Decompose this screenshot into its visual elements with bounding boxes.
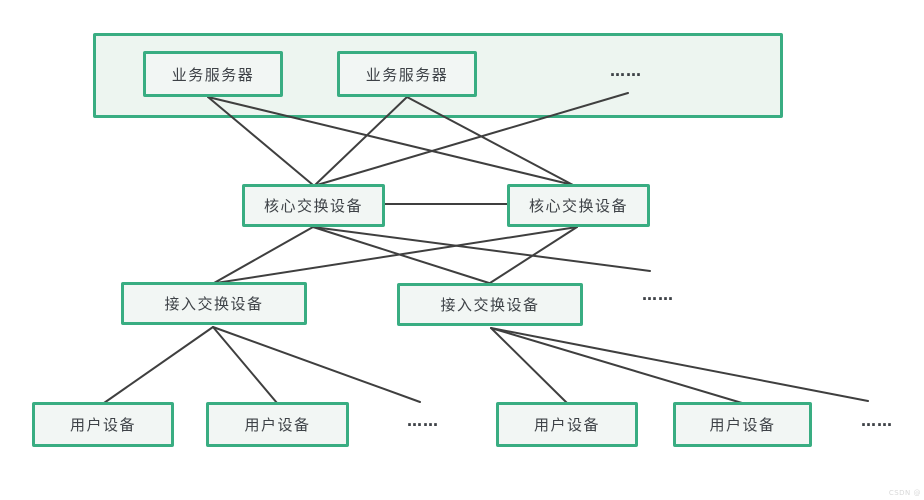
access-ellipsis: …… [642, 286, 674, 304]
access-switch-node-2-label: 接入交换设备 [440, 296, 540, 314]
edge-core-switch-1-to-access-ellipsis [312, 226, 651, 272]
core-switch-node-1-label: 核心交换设备 [263, 197, 363, 215]
core-switch-node-2-label: 核心交换设备 [528, 197, 628, 215]
user-device-node-4-label: 用户设备 [709, 416, 776, 434]
edge-core-switch-2-to-access-switch-1 [215, 226, 578, 284]
user-device-node-1: 用户设备 [32, 402, 174, 447]
watermark: CSDN @ [888, 489, 921, 497]
user-device-node-2: 用户设备 [206, 402, 349, 447]
user-device-node-1-label: 用户设备 [69, 416, 136, 434]
edge-core-switch-1-to-access-switch-2 [312, 226, 490, 284]
server-node-2-label: 业务服务器 [365, 65, 449, 84]
user-ellipsis-left: …… [407, 412, 439, 430]
access-switch-node-1: 接入交换设备 [121, 282, 307, 325]
user-device-node-3-label: 用户设备 [533, 416, 600, 434]
user-ellipsis-right: …… [861, 412, 893, 430]
edge-access-switch-2-to-user-device-4 [490, 327, 743, 404]
server-ellipsis: …… [610, 62, 642, 80]
edge-access-switch-2-to-user-device-3 [490, 327, 568, 404]
core-switch-node-1: 核心交换设备 [242, 184, 385, 227]
core-switch-node-2: 核心交换设备 [507, 184, 650, 227]
server-node-2: 业务服务器 [337, 51, 477, 97]
access-switch-node-1-label: 接入交换设备 [164, 295, 264, 313]
edge-core-switch-1-to-access-switch-1 [213, 226, 314, 284]
edge-core-switch-2-to-access-switch-2 [489, 226, 578, 284]
server-node-1: 业务服务器 [143, 51, 283, 97]
edge-access-switch-1-to-user-device-2 [212, 326, 278, 404]
edge-access-switch-2-to-user-ellipsis-right [490, 327, 869, 402]
edge-access-switch-1-to-user-device-1 [103, 326, 214, 404]
user-device-node-4: 用户设备 [673, 402, 812, 447]
user-device-node-2-label: 用户设备 [244, 416, 311, 434]
access-switch-node-2: 接入交换设备 [397, 283, 583, 326]
edge-access-switch-1-to-user-ellipsis-left [212, 326, 421, 403]
user-device-node-3: 用户设备 [496, 402, 638, 447]
server-node-1-label: 业务服务器 [171, 65, 255, 84]
